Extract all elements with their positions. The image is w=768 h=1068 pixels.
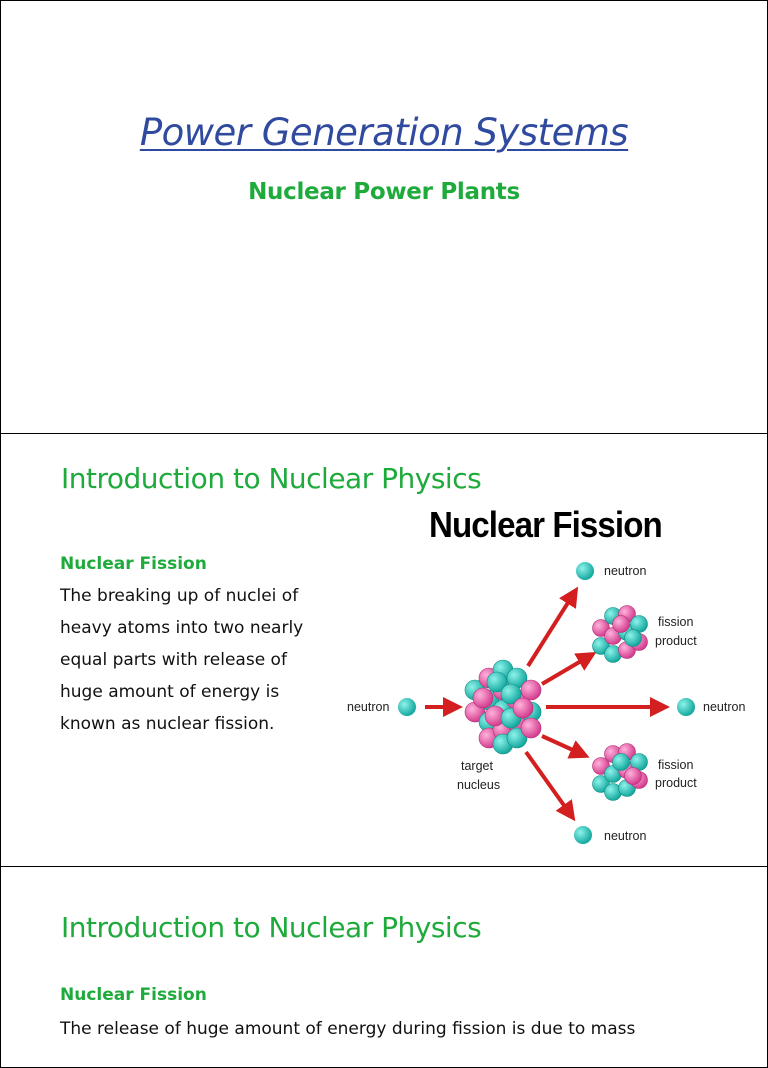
diagram-title: Nuclear Fission	[429, 504, 663, 545]
label-fission-product-top-1: fission	[658, 615, 693, 629]
slide-subtitle: Nuclear Power Plants	[248, 179, 520, 205]
body-line: huge amount of energy is	[60, 682, 280, 702]
proton-particle	[612, 615, 630, 633]
body-line: equal parts with release of	[60, 650, 287, 670]
neutron-particle	[500, 683, 522, 705]
arrow-to-top-product	[540, 651, 597, 686]
label-fission-product-top-2: product	[655, 634, 697, 648]
label-target-nucleus-2: nucleus	[457, 778, 500, 792]
slide-title: Power Generation Systems Nuclear Power P…	[0, 0, 768, 434]
proton-particle	[472, 687, 494, 709]
slide-nuclear-fission: Introduction to Nuclear Physics Nuclear …	[0, 433, 768, 867]
neutron-top	[576, 562, 594, 580]
proton-particle	[520, 679, 542, 701]
arrow-to-bottom-neutron	[524, 750, 576, 822]
label-neutron-top: neutron	[604, 564, 646, 578]
proton-particle	[624, 767, 642, 785]
neutron-particle	[486, 671, 508, 693]
neutron-particle	[612, 753, 630, 771]
slide-nuclear-fission-continued: Introduction to Nuclear Physics Nuclear …	[0, 866, 768, 1068]
body-line: heavy atoms into two nearly	[60, 618, 304, 638]
slide-title-heading: Power Generation Systems	[139, 111, 629, 154]
neutron-right	[677, 698, 695, 716]
body-text: The breaking up of nuclei of heavy atoms…	[60, 580, 360, 740]
neutron-particle	[624, 629, 642, 647]
arrow-to-bottom-product	[541, 734, 590, 759]
section-label: Nuclear Fission	[60, 985, 207, 1005]
target-nucleus	[464, 659, 542, 755]
arrow-to-top-neutron	[526, 586, 579, 668]
label-neutron-incoming: neutron	[347, 700, 389, 714]
fission-product-top	[592, 605, 648, 663]
label-neutron-bottom: neutron	[604, 829, 646, 843]
body-line: known as nuclear fission.	[60, 714, 275, 734]
label-target-nucleus-1: target	[461, 759, 493, 773]
fission-product-bottom	[592, 743, 648, 801]
label-neutron-right: neutron	[703, 700, 745, 714]
label-fission-product-bottom-1: fission	[658, 758, 693, 772]
body-line-partial: The release of huge amount of energy dur…	[60, 1019, 636, 1039]
proton-particle	[520, 717, 542, 739]
nuclear-fission-diagram: neutron neutron neutron neutron fission …	[347, 562, 745, 844]
slide-heading: Introduction to Nuclear Physics	[61, 911, 482, 944]
label-fission-product-bottom-2: product	[655, 776, 697, 790]
section-label: Nuclear Fission	[60, 554, 207, 574]
slide-heading: Introduction to Nuclear Physics	[61, 462, 482, 495]
body-line: The breaking up of nuclei of	[60, 586, 299, 606]
proton-particle	[512, 697, 534, 719]
neutron-bottom	[574, 826, 592, 844]
neutron-incoming	[398, 698, 416, 716]
fission-arrows	[425, 586, 670, 822]
